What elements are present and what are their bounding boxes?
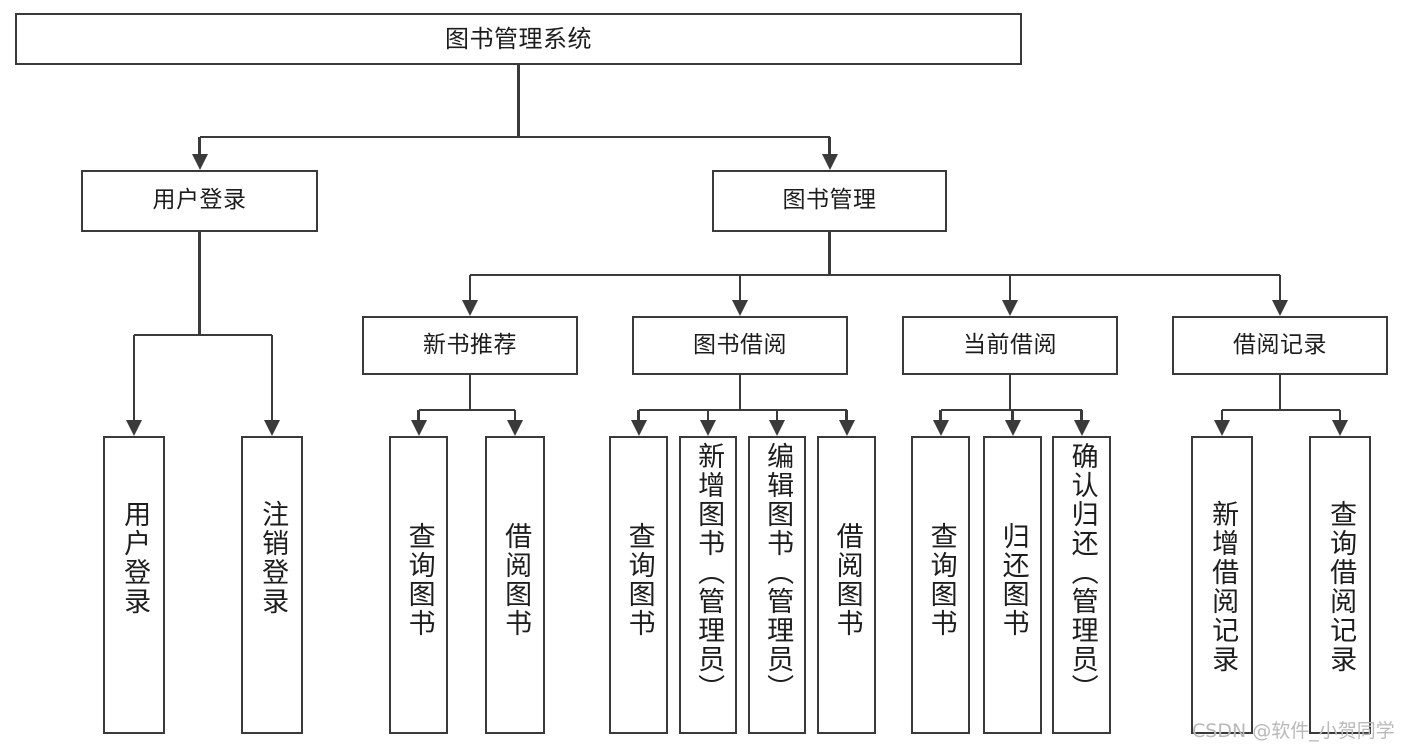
node-leaf-borrow-book-2[interactable]: 借阅图书 xyxy=(817,436,876,734)
connector-stem-new-book-recommend xyxy=(468,375,472,410)
node-leaf-add-book[interactable]: 新增图书（管理员） xyxy=(679,436,737,734)
node-leaf-user-login[interactable]: 用户登录 xyxy=(103,436,165,734)
connector-drop-user-login xyxy=(198,137,201,154)
arrow-head-icon xyxy=(1004,420,1021,436)
connector-bus-book-manage xyxy=(470,273,1280,277)
arrow-head-icon xyxy=(630,420,647,436)
node-root[interactable]: 图书管理系统 xyxy=(15,13,1022,65)
node-leaf-query-record[interactable]: 查询借阅记录 xyxy=(1309,436,1371,734)
node-book-borrow[interactable]: 图书借阅 xyxy=(632,316,848,375)
connector-stem-borrow-record xyxy=(1278,375,1282,410)
connector-drop-leaf-query-book-2 xyxy=(637,410,640,420)
csdn-watermark: CSDN @软件_小贺同学 xyxy=(1192,720,1395,742)
arrow-head-icon xyxy=(932,420,949,436)
arrow-head-icon xyxy=(700,420,716,436)
node-leaf-add-book-label: 新增图书（管理员） xyxy=(693,442,725,703)
node-leaf-add-record-label: 新增借阅记录 xyxy=(1207,500,1239,674)
connector-drop-book-borrow xyxy=(738,275,742,300)
connector-bus-root xyxy=(199,135,830,139)
arrow-head-icon xyxy=(1073,420,1090,436)
node-root-label: 图书管理系统 xyxy=(445,24,592,53)
arrow-head-icon xyxy=(410,420,427,436)
connector-bus-user-login xyxy=(134,333,272,337)
node-leaf-query-record-label: 查询借阅记录 xyxy=(1325,500,1357,674)
connector-drop-leaf-query-book-1 xyxy=(417,410,420,420)
connector-drop-borrow-record xyxy=(1278,275,1282,300)
node-new-book-recommend[interactable]: 新书推荐 xyxy=(362,316,578,375)
connector-drop-leaf-return-book xyxy=(1011,410,1014,420)
arrow-head-icon xyxy=(126,420,142,436)
connector-drop-leaf-add-book xyxy=(706,410,710,420)
connector-drop-leaf-edit-book xyxy=(775,410,779,420)
node-leaf-return-book-label: 归还图书 xyxy=(997,522,1029,638)
node-leaf-query-book-1[interactable]: 查询图书 xyxy=(389,436,448,734)
arrow-head-icon xyxy=(732,300,748,316)
connector-drop-leaf-user-login xyxy=(132,335,136,420)
arrow-head-icon xyxy=(1272,300,1288,316)
node-leaf-edit-book-label: 编辑图书（管理员） xyxy=(762,442,794,703)
node-leaf-query-book-2[interactable]: 查询图书 xyxy=(609,436,668,734)
node-leaf-query-book-1-label: 查询图书 xyxy=(403,522,435,638)
arrow-head-icon xyxy=(1214,420,1230,436)
node-new-book-recommend-label: 新书推荐 xyxy=(423,331,517,358)
node-leaf-user-login-label: 用户登录 xyxy=(119,500,151,616)
connector-drop-leaf-query-book-3 xyxy=(939,410,942,420)
connector-stem-user-login xyxy=(198,232,201,335)
node-user-login[interactable]: 用户登录 xyxy=(81,170,318,232)
arrow-head-icon xyxy=(769,420,785,436)
arrow-head-icon xyxy=(821,154,838,170)
connector-drop-leaf-add-record xyxy=(1220,410,1224,420)
node-leaf-borrow-book-1[interactable]: 借阅图书 xyxy=(485,436,545,734)
connector-stem-current-borrow xyxy=(1008,375,1012,410)
connector-drop-leaf-confirm-return xyxy=(1080,410,1083,420)
connector-stem-book-borrow xyxy=(738,375,742,410)
arrow-head-icon xyxy=(1002,300,1018,316)
connector-bus-borrow-record xyxy=(1222,408,1340,412)
node-leaf-query-book-3-label: 查询图书 xyxy=(925,522,957,638)
node-user-login-label: 用户登录 xyxy=(152,187,247,214)
connector-drop-leaf-query-record xyxy=(1338,410,1342,420)
node-book-manage-label: 图书管理 xyxy=(782,187,877,214)
connector-bus-current-borrow xyxy=(940,408,1082,412)
node-leaf-query-book-3[interactable]: 查询图书 xyxy=(911,436,970,734)
node-leaf-confirm-return-label: 确认归还（管理员） xyxy=(1066,442,1098,703)
node-leaf-borrow-book-1-label: 借阅图书 xyxy=(500,522,532,638)
node-current-borrow-label: 当前借阅 xyxy=(963,331,1057,358)
node-leaf-user-logout-label: 注销登录 xyxy=(257,500,289,616)
connector-drop-new-book-recommend xyxy=(468,275,472,300)
connector-bus-book-borrow xyxy=(638,408,847,412)
node-leaf-query-book-2-label: 查询图书 xyxy=(623,522,655,638)
node-leaf-add-record[interactable]: 新增借阅记录 xyxy=(1191,436,1253,734)
connector-stem-book-manage xyxy=(828,232,831,275)
node-leaf-borrow-book-2-label: 借阅图书 xyxy=(831,522,863,638)
node-book-manage[interactable]: 图书管理 xyxy=(712,170,947,232)
node-borrow-record-label: 借阅记录 xyxy=(1233,331,1327,358)
arrow-head-icon xyxy=(462,300,478,316)
arrow-head-icon xyxy=(1332,420,1348,436)
arrow-head-icon xyxy=(507,420,523,436)
node-leaf-confirm-return[interactable]: 确认归还（管理员） xyxy=(1052,436,1111,734)
node-leaf-user-logout[interactable]: 注销登录 xyxy=(241,436,303,734)
connector-bus-new-book-recommend xyxy=(418,408,515,412)
arrow-head-icon xyxy=(191,154,208,170)
node-book-borrow-label: 图书借阅 xyxy=(693,331,787,358)
arrow-head-icon xyxy=(838,420,855,436)
arrow-head-icon xyxy=(264,420,280,436)
node-leaf-edit-book[interactable]: 编辑图书（管理员） xyxy=(748,436,806,734)
connector-drop-leaf-user-logout xyxy=(270,335,274,420)
node-current-borrow[interactable]: 当前借阅 xyxy=(902,316,1118,375)
connector-drop-current-borrow xyxy=(1008,275,1012,300)
connector-drop-leaf-borrow-book-1 xyxy=(513,410,517,420)
node-borrow-record[interactable]: 借阅记录 xyxy=(1172,316,1388,375)
connector-drop-leaf-borrow-book-2 xyxy=(845,410,848,420)
connector-drop-book-manage xyxy=(828,137,831,154)
connector-stem-root xyxy=(517,65,520,137)
node-leaf-return-book[interactable]: 归还图书 xyxy=(983,436,1042,734)
